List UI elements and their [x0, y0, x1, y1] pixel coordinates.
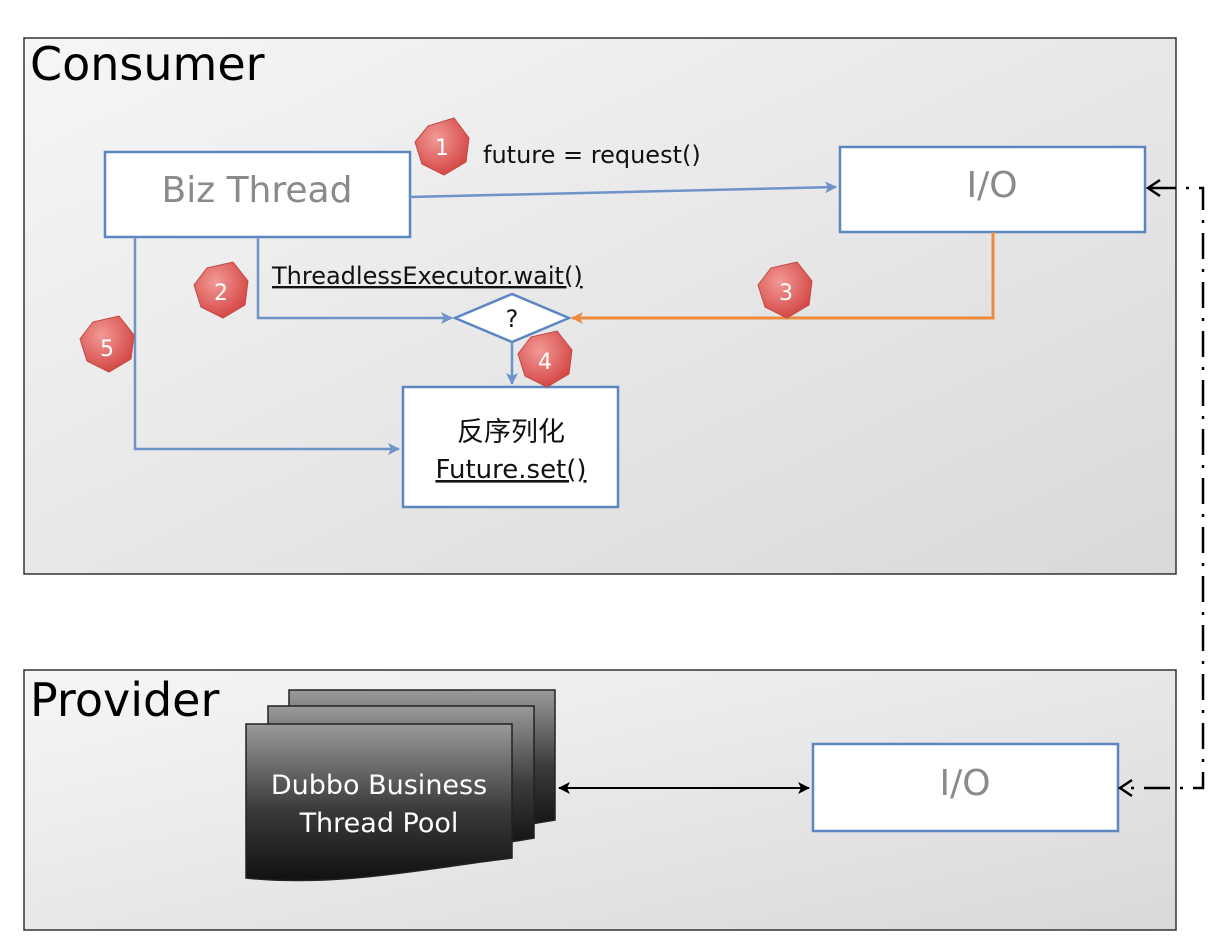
step-badge-5: 5: [79, 315, 135, 373]
network-connector: [1122, 186, 1205, 790]
deserialize-box: [401, 385, 620, 509]
provider-title: Provider: [30, 673, 219, 727]
request-label: future = request(): [483, 141, 701, 169]
consumer-title: Consumer: [30, 37, 265, 91]
biz-thread-label: Biz Thread: [162, 170, 353, 211]
wait-label: ThreadlessExecutor.wait(): [271, 262, 583, 290]
thread-pool-stack: Dubbo Business Thread Pool: [245, 689, 556, 882]
flow-response-arrow: [571, 232, 995, 324]
step-badge-2-number: 2: [214, 281, 228, 306]
step-badge-3: 3: [757, 261, 813, 319]
step-badge-3-number: 3: [779, 281, 793, 306]
decision-label: ?: [506, 305, 519, 333]
decision-diamond: [451, 292, 573, 344]
flow-direct-arrow: [133, 237, 400, 455]
thread-pool-label-line2: Thread Pool: [299, 808, 459, 839]
step-badge-1-number: 1: [435, 136, 449, 161]
step-badge-5-number: 5: [100, 337, 114, 362]
flow-wait-arrow: [256, 237, 453, 324]
network-arrowhead-top: [1145, 178, 1161, 198]
provider-io-label: I/O: [939, 763, 990, 804]
step-badge-4-number: 4: [538, 350, 552, 375]
biz-thread-box: [103, 150, 412, 239]
flow-request-arrow: [409, 181, 837, 199]
step-badge-2: 2: [193, 261, 249, 319]
provider-io-box: [811, 742, 1120, 833]
future-set-label: Future.set(): [435, 455, 586, 485]
consumer-io-box: [838, 145, 1147, 234]
network-arrowhead-bottom: [1117, 778, 1133, 798]
consumer-io-label: I/O: [966, 165, 1017, 206]
thread-pool-label-line1: Dubbo Business: [271, 770, 487, 801]
deserialize-label-cn: 反序列化: [457, 417, 565, 448]
step-badge-1: 1: [414, 117, 470, 176]
step-badge-4: 4: [517, 330, 573, 388]
